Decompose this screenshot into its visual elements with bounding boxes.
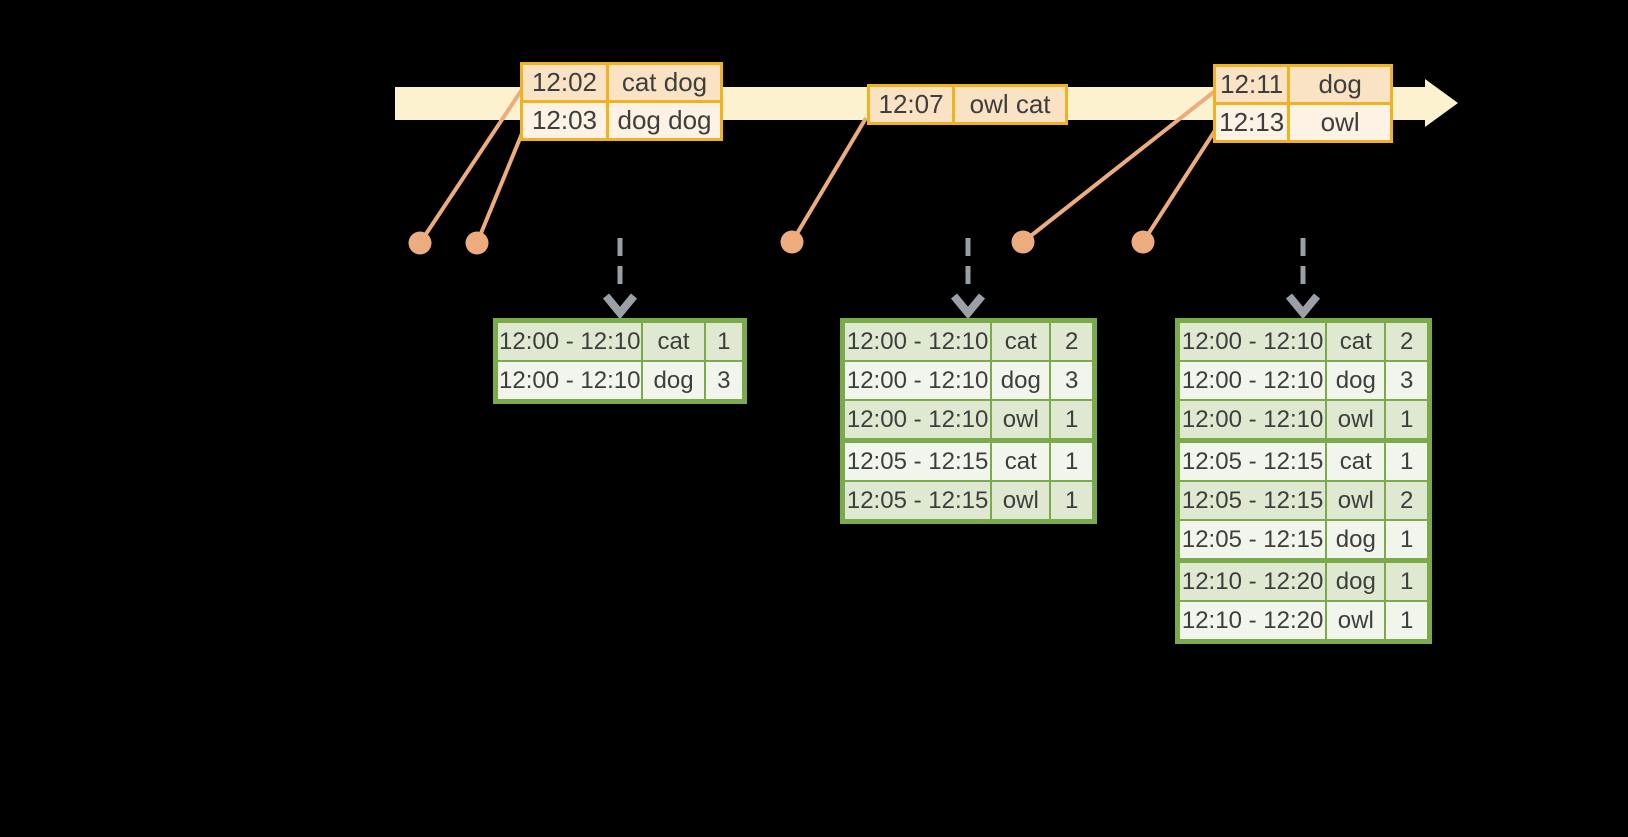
table-cell-words: dog dog (606, 100, 723, 141)
table-cell-count: 1 (1384, 438, 1431, 482)
table-cell-count: 1 (1384, 558, 1431, 602)
table-cell-count: 1 (1049, 480, 1096, 523)
table-cell-window: 12:00 - 12:10 (1176, 360, 1328, 401)
table-cell-window: 12:00 - 12:10 (841, 399, 993, 442)
table-cell-window: 12:10 - 12:20 (1176, 558, 1328, 602)
table-cell-window: 12:05 - 12:15 (1176, 519, 1328, 562)
table-cell-count: 3 (1049, 360, 1096, 401)
table-cell-count: 3 (1384, 360, 1431, 401)
table-cell-words: cat dog (606, 62, 723, 103)
table-cell-count: 1 (1384, 600, 1431, 643)
table-cell-count: 2 (1384, 319, 1431, 362)
table-cell-window: 12:00 - 12:10 (841, 319, 993, 362)
table-cell-word: owl (990, 399, 1052, 442)
event-line (1021, 89, 1217, 244)
table-cell-time: 12:03 (520, 100, 609, 141)
table-cell-word: owl (990, 480, 1052, 523)
table-cell-word: cat (1325, 319, 1387, 362)
table-cell-words: owl (1287, 102, 1393, 143)
table-cell-word: cat (990, 438, 1052, 482)
table-cell-window: 12:00 - 12:10 (841, 360, 993, 401)
table-cell-word: owl (1325, 600, 1387, 643)
table-cell-window: 12:00 - 12:10 (1176, 319, 1328, 362)
table-cell-word: owl (1325, 399, 1387, 442)
table-cell-count: 3 (703, 360, 746, 403)
event-dot (1011, 230, 1035, 254)
event-line (418, 89, 523, 245)
table-cell-word: cat (990, 319, 1052, 362)
event-dot (780, 230, 804, 254)
table-cell-word: dog (641, 360, 706, 403)
table-cell-window: 12:05 - 12:15 (1176, 438, 1328, 482)
table-cell-words: owl cat (952, 84, 1068, 125)
table-cell-words: dog (1287, 64, 1393, 105)
table-cell-count: 1 (1049, 399, 1096, 442)
table-cell-time: 12:02 (520, 62, 609, 103)
table-cell-time: 12:13 (1212, 102, 1291, 143)
event-line (1141, 127, 1218, 244)
trigger-arrow (602, 238, 638, 320)
table-cell-window: 12:00 - 12:10 (1176, 399, 1328, 442)
table-cell-word: dog (1325, 558, 1387, 602)
table-cell-count: 1 (1384, 519, 1431, 562)
event-line (475, 130, 525, 244)
event-dot (1131, 230, 1155, 254)
down-arrow-icon (602, 293, 638, 320)
down-arrow-icon (950, 293, 986, 320)
trigger-arrow (950, 238, 986, 320)
table-cell-window: 12:05 - 12:15 (1176, 480, 1328, 521)
table-cell-count: 1 (703, 319, 746, 362)
table-cell-count: 1 (1384, 399, 1431, 442)
table-cell-window: 12:00 - 12:10 (494, 360, 644, 403)
table-cell-word: dog (1325, 519, 1387, 562)
table-cell-count: 2 (1049, 319, 1096, 362)
event-dot (465, 231, 489, 255)
event-dot (408, 231, 432, 255)
trigger-arrow (1285, 238, 1321, 320)
event-line (790, 116, 868, 244)
table-cell-window: 12:00 - 12:10 (494, 319, 644, 362)
table-cell-window: 12:05 - 12:15 (841, 438, 993, 482)
table-cell-count: 1 (1049, 438, 1096, 482)
table-cell-word: owl (1325, 480, 1387, 521)
table-cell-time: 12:11 (1212, 64, 1291, 105)
table-cell-count: 2 (1384, 480, 1431, 521)
down-arrow-icon (1285, 293, 1321, 320)
table-cell-window: 12:10 - 12:20 (1176, 600, 1328, 643)
table-cell-word: cat (1325, 438, 1387, 482)
table-cell-word: dog (1325, 360, 1387, 401)
table-cell-time: 12:07 (866, 84, 956, 125)
table-cell-word: dog (990, 360, 1052, 401)
table-cell-window: 12:05 - 12:15 (841, 480, 993, 523)
table-cell-word: cat (641, 319, 706, 362)
